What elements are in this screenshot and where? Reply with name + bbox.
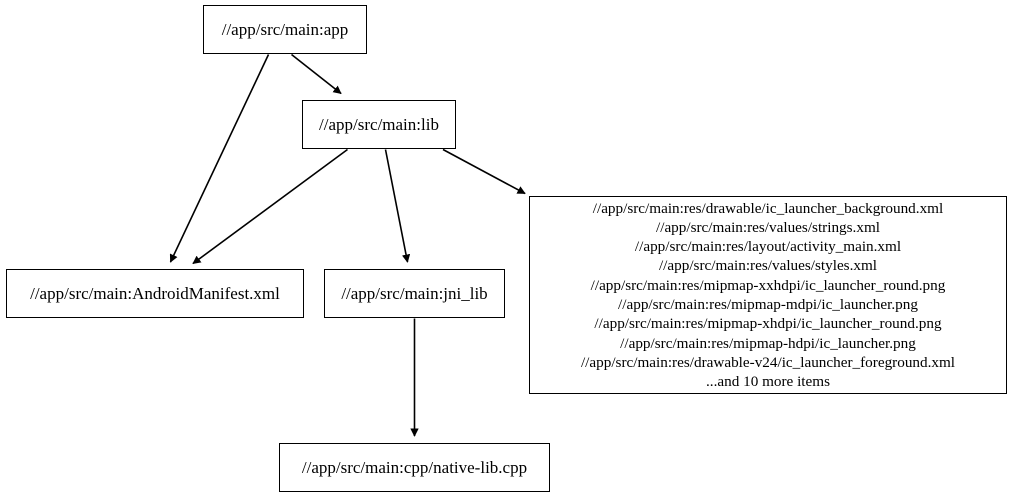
edge-lib-to-res xyxy=(442,148,526,195)
graph-node-androidmanifest-label: //app/src/main:AndroidManifest.xml xyxy=(30,284,280,303)
graph-node-jni-lib[interactable]: //app/src/main:jni_lib xyxy=(324,269,505,318)
edge-app-to-manifest xyxy=(169,54,270,263)
edge-lib-to-manifest xyxy=(192,148,348,265)
graph-node-native-lib-cpp-label: //app/src/main:cpp/native-lib.cpp xyxy=(301,458,528,477)
graph-node-app[interactable]: //app/src/main:app xyxy=(203,5,367,54)
graph-node-androidmanifest[interactable]: //app/src/main:AndroidManifest.xml xyxy=(6,269,304,318)
graph-node-jni-lib-label: //app/src/main:jni_lib xyxy=(341,284,488,303)
graph-node-res-group[interactable]: //app/src/main:res/drawable/ic_launcher_… xyxy=(529,196,1007,394)
graph-node-native-lib-cpp[interactable]: //app/src/main:cpp/native-lib.cpp xyxy=(279,443,550,492)
graph-node-app-label: //app/src/main:app xyxy=(221,20,349,39)
edge-app-to-lib xyxy=(291,53,342,95)
graph-node-lib[interactable]: //app/src/main:lib xyxy=(302,100,456,149)
edge-lib-to-jni-lib xyxy=(384,149,411,263)
graph-node-res-group-label: //app/src/main:res/drawable/ic_launcher_… xyxy=(580,199,956,391)
graph-node-lib-label: //app/src/main:lib xyxy=(319,115,439,134)
